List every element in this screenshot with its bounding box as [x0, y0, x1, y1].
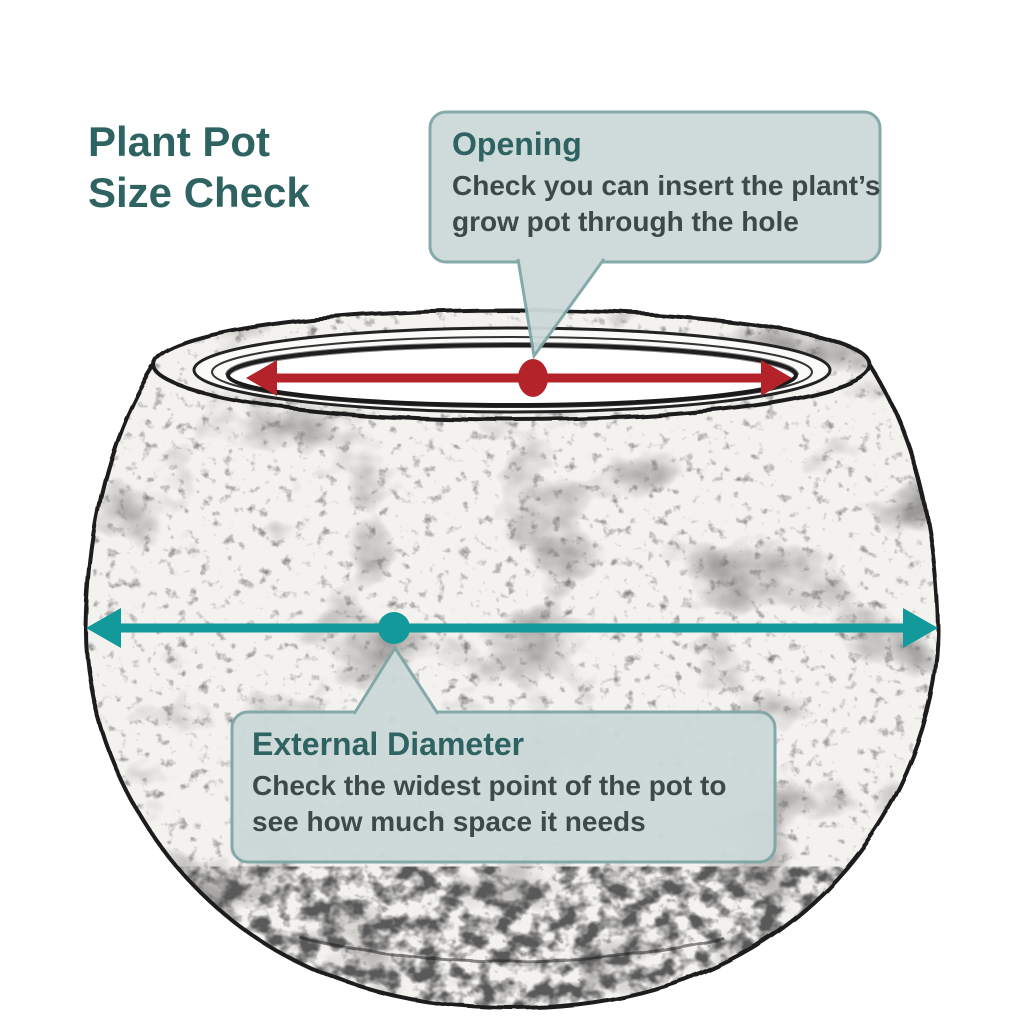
diameter-arrow-left-head-icon: [86, 608, 121, 648]
opening-callout-body: Check you can insert the plant’s grow po…: [452, 170, 881, 237]
pot-rim: [192, 326, 832, 414]
page-title-line-1: Plant Pot: [88, 118, 271, 165]
pot-illustration: [83, 308, 941, 1011]
opening-midpoint-dot: [518, 359, 548, 397]
opening-callout-tail: [516, 258, 606, 360]
opening-callout-bubble: [428, 110, 882, 360]
page-title: Plant Pot Size Check: [88, 116, 310, 218]
diameter-midpoint-dot: [378, 612, 410, 644]
diameter-arrow-right-head-icon: [903, 608, 938, 648]
external-diameter-callout-heading: External Diameter: [252, 726, 525, 762]
opening-arrow: [246, 359, 792, 397]
external-diameter-callout-body: Check the widest point of the pot to see…: [252, 770, 727, 837]
page-title-line-2: Size Check: [88, 169, 310, 217]
opening-callout-heading: Opening: [452, 126, 582, 162]
diameter-arrow: [86, 608, 938, 648]
pot-outline: [83, 308, 941, 1011]
opening-callout: Opening Check you can insert the plant’s…: [452, 126, 882, 239]
external-diameter-callout: External Diameter Check the widest point…: [252, 726, 732, 839]
external-diameter-callout-bubble: [230, 645, 777, 864]
external-diameter-callout-tail: [352, 645, 440, 715]
opening-arrow-left-head-icon: [246, 360, 277, 396]
opening-arrow-right-head-icon: [761, 360, 792, 396]
